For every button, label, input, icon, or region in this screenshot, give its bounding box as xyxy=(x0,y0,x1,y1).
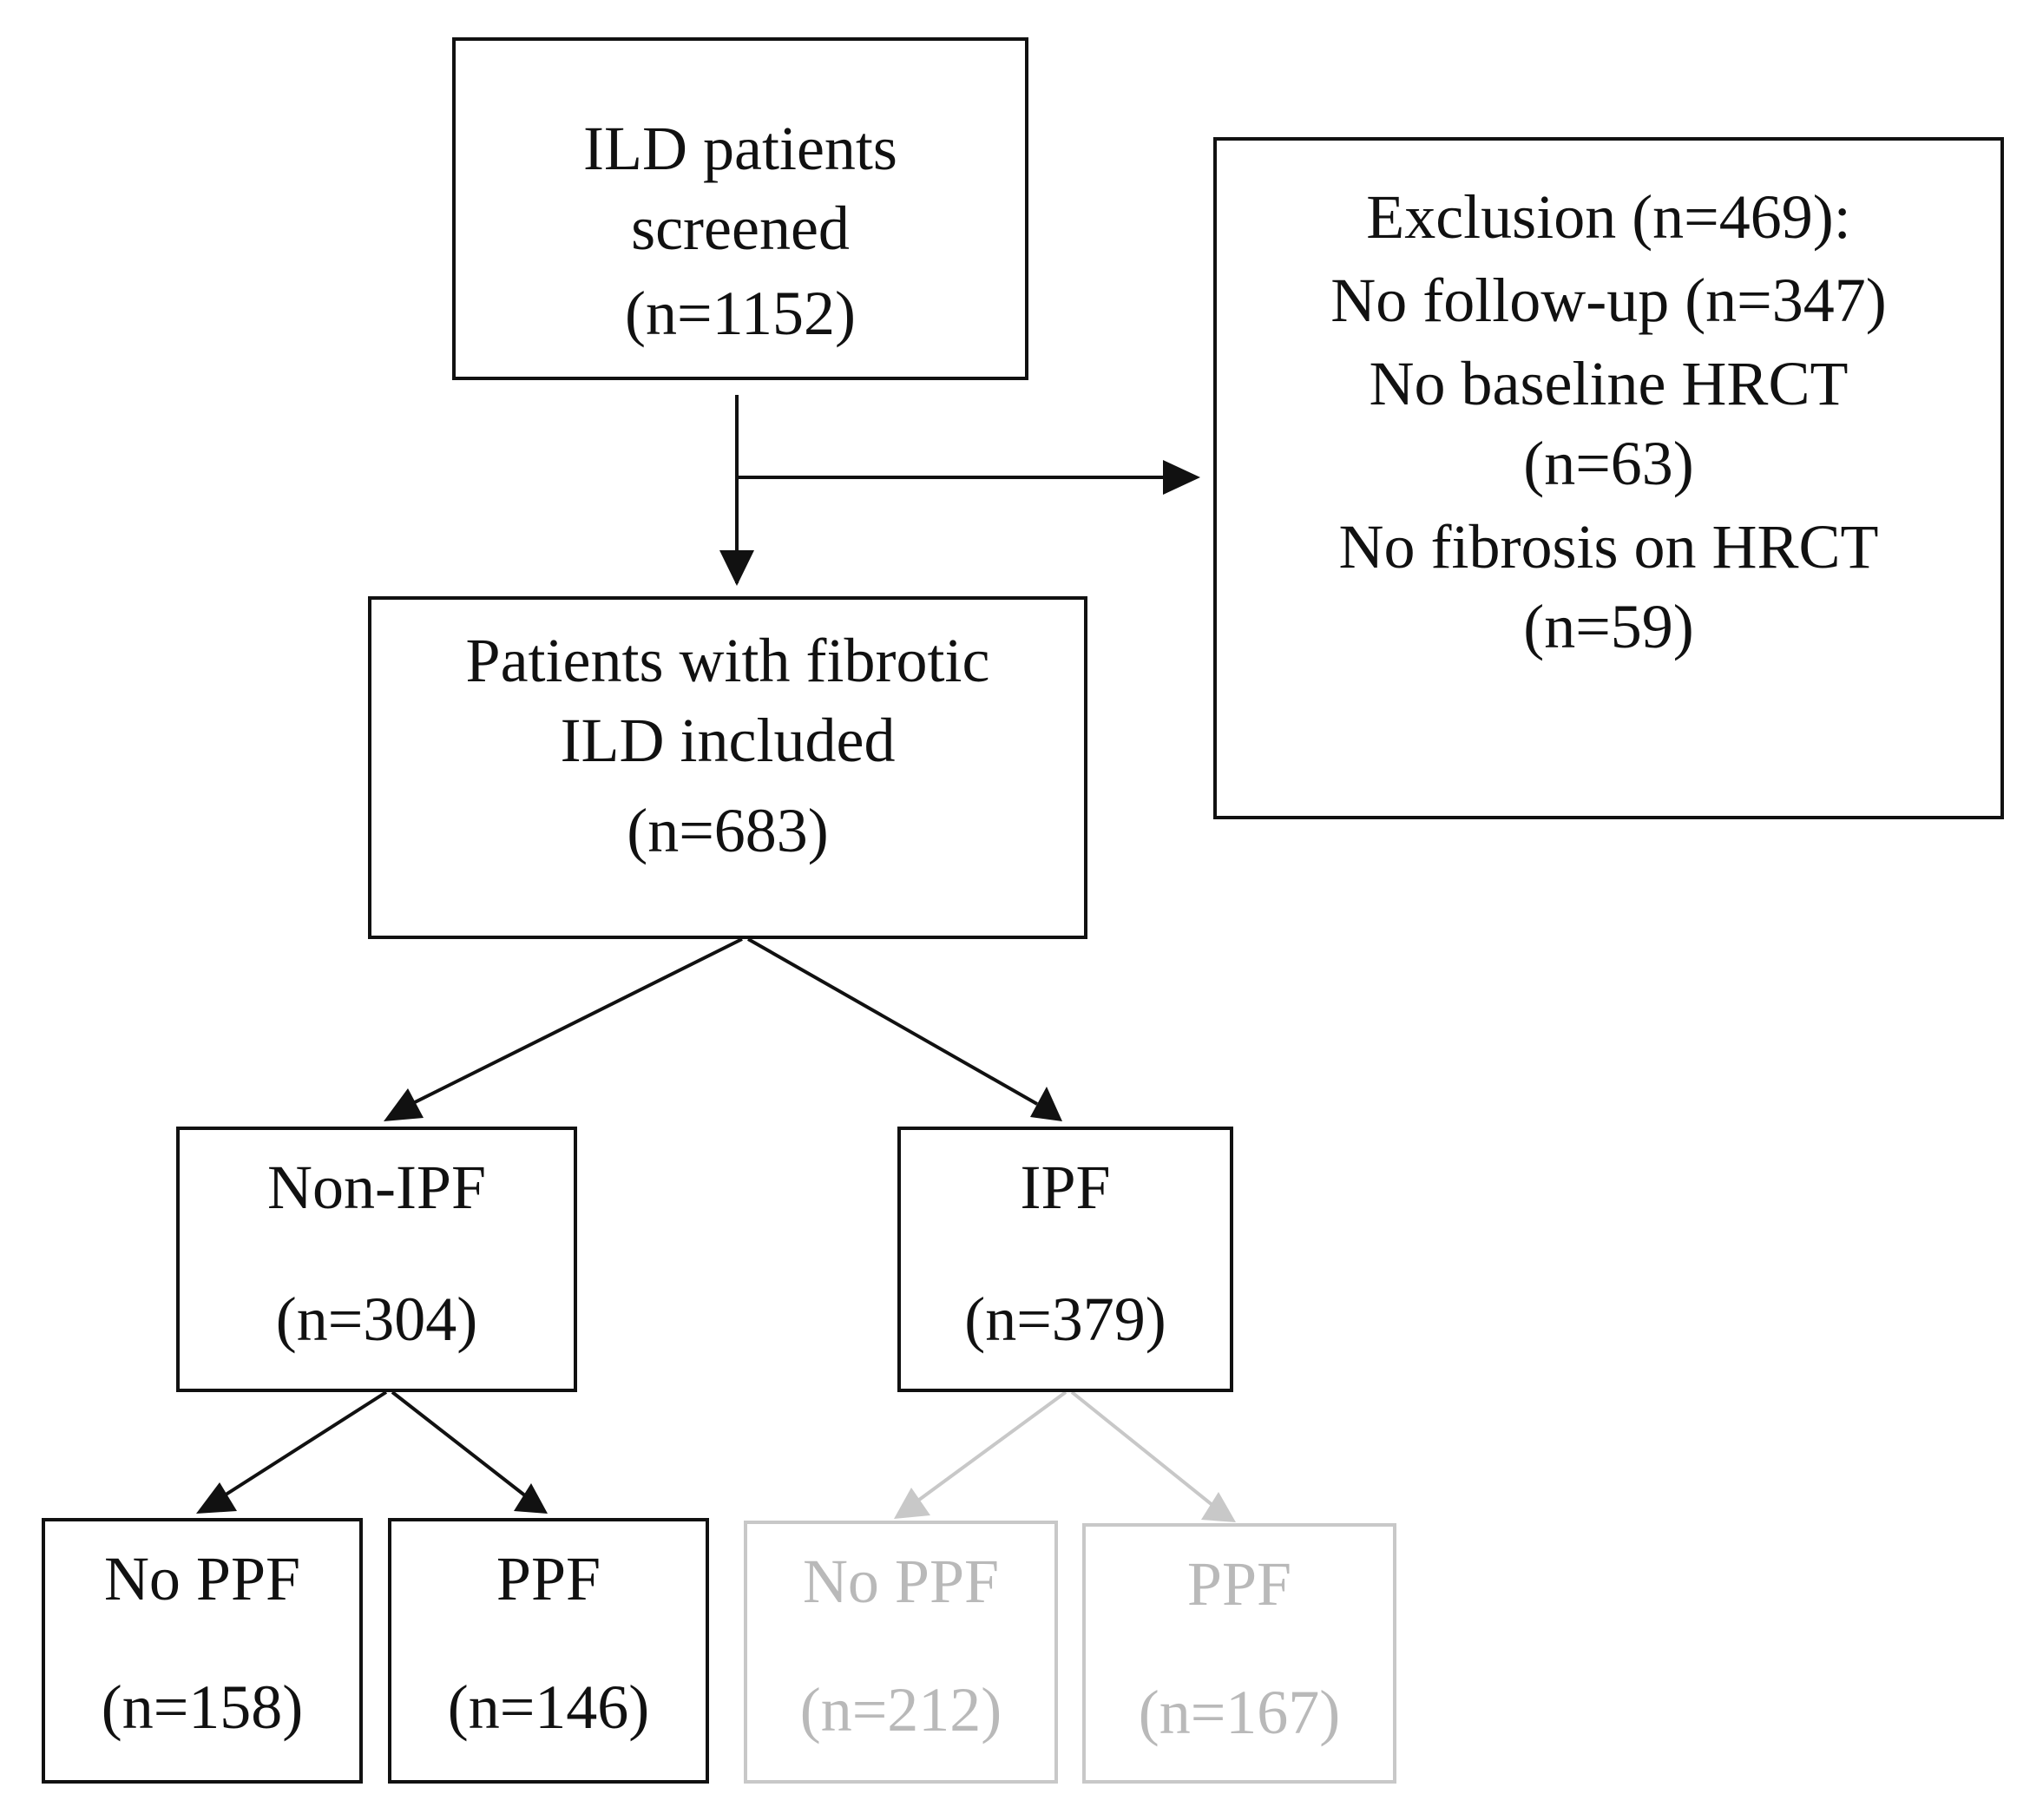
arrowhead-ipf-noppf xyxy=(894,1488,930,1519)
exclusion-reason-no-fibrosis-count: (n=59) xyxy=(1523,592,1694,661)
exclusion-box: Exclusion (n=469): No follow-up (n=347) … xyxy=(1213,137,2004,819)
arrowhead-ipf-ppf xyxy=(1201,1492,1236,1522)
non-ipf-count: (n=304) xyxy=(275,1285,478,1354)
arrowhead-nonipf-noppf xyxy=(196,1482,237,1514)
non-ipf-ppf-box: PPF (n=146) xyxy=(388,1518,709,1784)
exclusion-reason-no-follow-up: No follow-up (n=347) xyxy=(1330,266,1887,335)
arrow-ipf-to-ppf xyxy=(1070,1390,1215,1508)
ipf-ppf-box: PPF (n=167) xyxy=(1082,1523,1396,1784)
screened-count: (n=1152) xyxy=(625,279,856,348)
ipf-ppf-label: PPF xyxy=(1186,1549,1292,1619)
arrow-nonipf-to-noppf xyxy=(219,1390,388,1500)
ipf-no-ppf-count: (n=212) xyxy=(799,1675,1002,1744)
arrowhead-nonipf xyxy=(384,1088,424,1121)
arrow-included-to-nonipf xyxy=(407,937,743,1107)
ipf-label: IPF xyxy=(1020,1153,1111,1222)
exclusion-reason-no-fibrosis: No fibrosis on HRCT xyxy=(1338,512,1879,581)
non-ipf-no-ppf-box: No PPF (n=158) xyxy=(42,1518,363,1784)
non-ipf-ppf-label: PPF xyxy=(496,1544,601,1613)
arrow-included-to-ipf xyxy=(747,937,1038,1106)
included-box: Patients with fibrotic ILD included (n=6… xyxy=(368,596,1087,939)
exclusion-reason-no-baseline-hrct-count: (n=63) xyxy=(1523,429,1694,498)
non-ipf-no-ppf-label: No PPF xyxy=(103,1544,301,1613)
included-count: (n=683) xyxy=(627,796,829,865)
exclusion-title: Exclusion (n=469): xyxy=(1366,182,1851,252)
screened-box: ILD patients screened (n=1152) xyxy=(452,37,1028,380)
screened-line1: ILD patients xyxy=(583,114,897,183)
screened-line2: screened xyxy=(631,194,850,263)
non-ipf-box: Non-IPF (n=304) xyxy=(176,1127,577,1392)
ipf-box: IPF (n=379) xyxy=(897,1127,1233,1392)
arrow-ipf-to-noppf xyxy=(914,1390,1067,1504)
ipf-ppf-count: (n=167) xyxy=(1138,1678,1341,1747)
arrowhead-exclusion xyxy=(1163,460,1200,495)
arrowhead-nonipf-ppf xyxy=(514,1483,548,1514)
arrowhead-included xyxy=(719,550,754,586)
arrowhead-ipf xyxy=(1030,1087,1062,1121)
non-ipf-no-ppf-count: (n=158) xyxy=(101,1672,304,1742)
arrow-nonipf-to-ppf xyxy=(391,1390,528,1498)
non-ipf-label: Non-IPF xyxy=(266,1153,487,1222)
ipf-no-ppf-label: No PPF xyxy=(802,1547,1000,1616)
non-ipf-ppf-count: (n=146) xyxy=(447,1672,650,1742)
exclusion-reason-no-baseline-hrct: No baseline HRCT xyxy=(1369,349,1849,418)
ipf-count: (n=379) xyxy=(964,1285,1166,1354)
ipf-no-ppf-box: No PPF (n=212) xyxy=(744,1521,1058,1784)
included-line2: ILD included xyxy=(560,706,896,775)
included-line1: Patients with fibrotic xyxy=(465,626,990,695)
